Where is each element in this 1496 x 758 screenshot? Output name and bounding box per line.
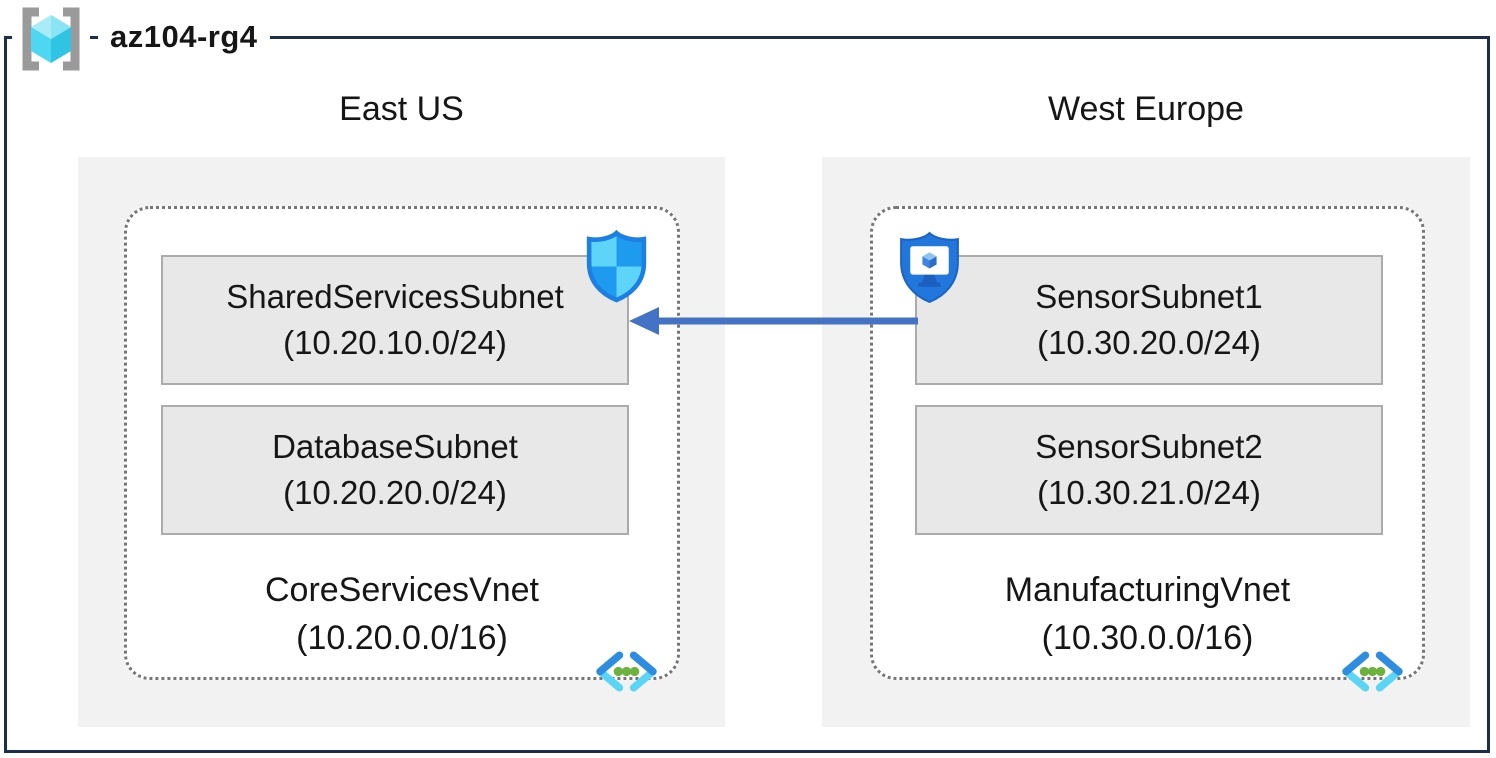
subnet-name: SensorSubnet1 <box>1035 278 1263 315</box>
resource-group-label: az104-rg4 <box>98 15 270 59</box>
region-label-west-europe: West Europe <box>1048 90 1244 128</box>
subnet-box-sensor1: SensorSubnet1 (10.30.20.0/24) <box>915 255 1383 385</box>
peering-arrow <box>628 301 918 341</box>
subnet-name: SharedServicesSubnet <box>226 278 564 315</box>
subnet-cidr: (10.30.20.0/24) <box>1037 324 1261 361</box>
subnet-name: DatabaseSubnet <box>272 428 518 465</box>
region-label-east-us: East US <box>339 90 464 128</box>
vnet-name: ManufacturingVnet <box>1004 571 1291 609</box>
subnet-box-sensor2: SensorSubnet2 (10.30.21.0/24) <box>915 405 1383 535</box>
vnet-label-manufacturing: ManufacturingVnet (10.30.0.0/16) <box>870 566 1425 662</box>
subnet-cidr: (10.20.20.0/24) <box>283 474 507 511</box>
vnet-name: CoreServicesVnet <box>264 571 539 609</box>
vnet-cidr: (10.20.0.0/16) <box>296 619 508 657</box>
subnet-cidr: (10.30.21.0/24) <box>1037 474 1261 511</box>
subnet-name: SensorSubnet2 <box>1035 428 1263 465</box>
subnet-box-database: DatabaseSubnet (10.20.20.0/24) <box>161 405 629 535</box>
virtual-network-icon <box>1338 650 1407 693</box>
bastion-shield-icon <box>897 230 962 305</box>
vnet-cidr: (10.30.0.0/16) <box>1041 619 1254 657</box>
subnet-cidr: (10.20.10.0/24) <box>283 324 507 361</box>
resource-group-border <box>4 36 1490 753</box>
subnet-box-sharedservices: SharedServicesSubnet (10.20.10.0/24) <box>161 255 629 385</box>
network-security-shield-icon <box>584 229 649 303</box>
resource-group-icon <box>12 5 90 73</box>
vnet-label-coreservices: CoreServicesVnet (10.20.0.0/16) <box>124 566 680 662</box>
virtual-network-icon <box>592 650 661 693</box>
